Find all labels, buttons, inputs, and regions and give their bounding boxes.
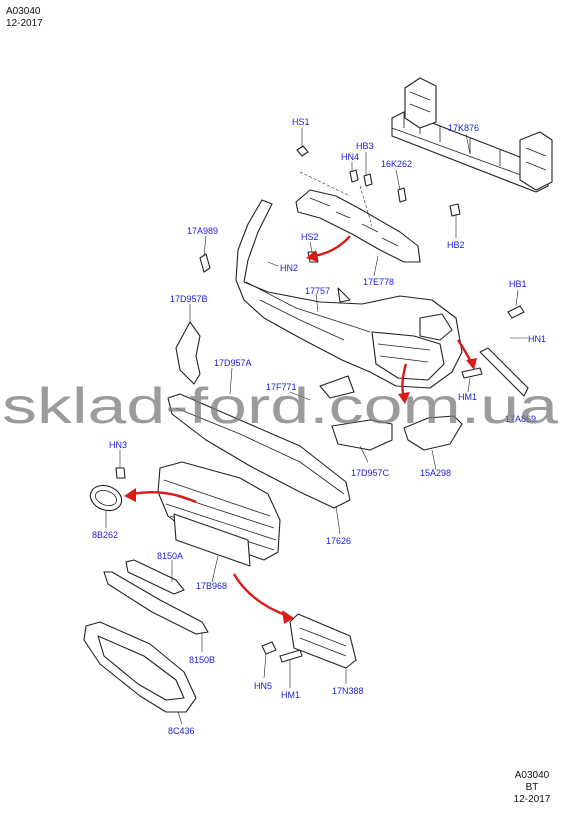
label-hn4: HN4 [341,152,359,162]
lower-deflector-left [175,321,201,385]
side-retainer [479,347,529,397]
header-code: A03040 [6,6,41,17]
label-17757: 17757 [305,286,330,296]
label-hs2: HS2 [301,232,319,242]
label-hb1: HB1 [509,279,527,289]
label-hb3: HB3 [356,141,374,151]
label-8b262: 8B262 [92,530,118,540]
label-hn5: HN5 [254,681,272,691]
label-17e778: 17E778 [363,277,394,287]
label-17d957a: 17D957A [214,358,252,368]
grille-mouldings [103,559,209,635]
label-17b968: 17B968 [196,581,227,591]
assembly-arrows [124,235,477,624]
bumper-bracket [295,171,421,263]
fasteners [115,145,525,663]
label-17n388: 17N388 [332,686,364,696]
side-bracket [199,253,211,273]
front-bumper-cover [235,199,463,389]
diagram-code-footer: A03040 BT 12-2017 [508,770,556,806]
watermark-text: sklad-ford.com.ua [2,378,558,434]
header-date: 12-2017 [6,18,43,29]
label-17a869: 17A869 [505,414,536,424]
label-15a298: 15A298 [420,468,451,478]
emblem [89,484,123,512]
footer-date: 12-2017 [513,794,551,805]
label-hn3: HN3 [109,440,127,450]
label-hn1: HN1 [528,334,546,344]
label-8150a: 8150A [157,551,183,561]
part-labels: HS1 HB3 HN4 16K262 17K876 HB2 17A989 HS2… [92,117,546,736]
label-8c436: 8C436 [168,726,195,736]
lower-valance [167,375,355,509]
label-17626: 17626 [326,536,351,546]
label-17a989: 17A989 [187,226,218,236]
footer-code: A03040 [514,770,550,781]
label-hb2: HB2 [447,240,465,250]
label-17k876: 17K876 [448,123,479,133]
label-hn2: HN2 [280,263,298,273]
label-17d957c: 17D957C [351,468,390,478]
label-17d957b: 17D957B [170,294,208,304]
fog-lamp-bezels [331,415,463,451]
radiator-grille [157,461,281,567]
label-8150b: 8150B [189,655,215,665]
label-hs1: HS1 [292,117,310,127]
label-hm1-bottom: HM1 [281,690,300,700]
footer-variant: BT [525,782,539,793]
bumper-reinforcement-beam [391,77,553,193]
label-16k262: 16K262 [381,159,412,169]
leader-lines [105,128,528,725]
label-hm1-top: HM1 [458,392,477,402]
label-17f771: 17F771 [266,382,297,392]
license-plate-bracket [289,613,357,669]
grille-surround [83,621,197,713]
diagram-code-header: A03040 12-2017 [6,6,43,30]
